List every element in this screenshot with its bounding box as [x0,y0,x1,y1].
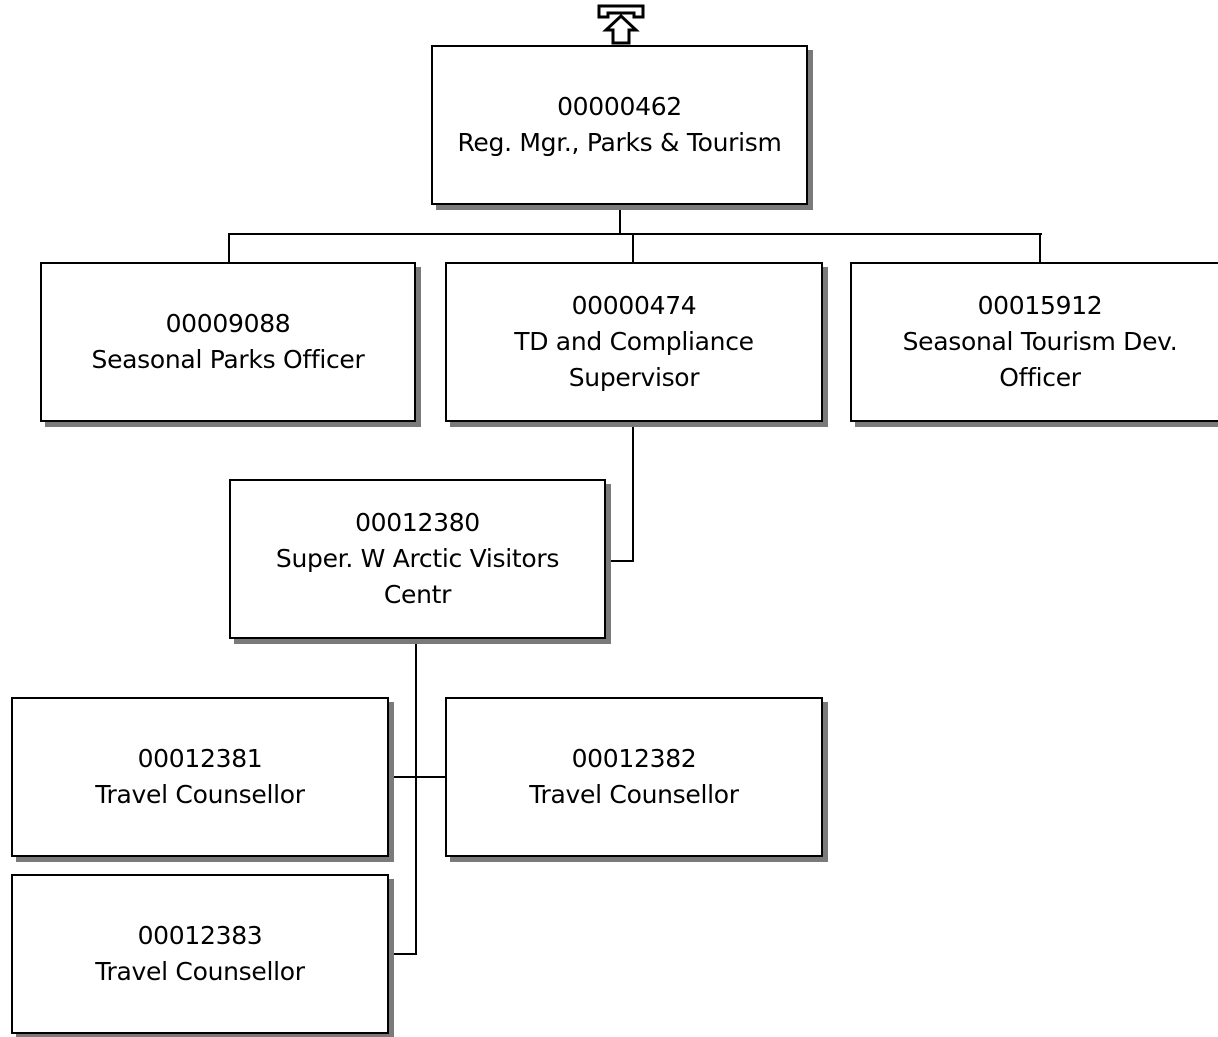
connector-to-474 [632,233,634,263]
position-title-line-1: Seasonal Tourism Dev. [902,327,1178,356]
connector-to-12381-12382 [386,776,447,778]
org-box-seasonal-parks-officer[interactable]: 00009088 Seasonal Parks Officer [40,262,416,422]
connector-to-9088 [228,233,230,263]
position-number: 00012382 [571,744,697,773]
org-box-reg-mgr[interactable]: 00000462 Reg. Mgr., Parks & Tourism [431,45,808,205]
position-title: Travel Counsellor [529,780,739,809]
connector-to-12383 [386,953,417,955]
position-title-line-1: TD and Compliance [514,327,754,356]
position-title-line-1: Super. W Arctic Visitors [275,544,560,573]
position-number: 00012383 [137,921,263,950]
org-box-travel-counsellor-12383[interactable]: 00012383 Travel Counsellor [11,874,389,1034]
connector-root-down [619,204,621,234]
position-number: 00012381 [137,744,263,773]
connector-12380-down [415,637,417,955]
position-title-line-2: Centr [383,580,452,609]
position-title: Seasonal Parks Officer [91,345,365,374]
org-box-seasonal-tourism-dev-officer[interactable]: 00015912 Seasonal Tourism Dev. Officer [850,262,1218,422]
up-arrow-icon[interactable] [597,3,645,47]
position-number: 00012380 [355,508,480,537]
position-title-line-2: Officer [999,363,1081,392]
position-number: 00000474 [571,291,697,320]
position-title-line-2: Supervisor [568,363,700,392]
position-title: Travel Counsellor [95,780,305,809]
org-box-td-compliance-supervisor[interactable]: 00000474 TD and Compliance Supervisor [445,262,823,422]
connector-to-12380 [604,560,634,562]
connector-to-15912 [1039,233,1041,263]
position-title: Travel Counsellor [95,957,305,986]
position-number: 00009088 [165,309,291,338]
connector-474-down [632,422,634,562]
connector-level1-horizontal [228,233,1042,235]
org-box-travel-counsellor-12382[interactable]: 00012382 Travel Counsellor [445,697,823,857]
position-title: Reg. Mgr., Parks & Tourism [457,128,782,157]
org-box-travel-counsellor-12381[interactable]: 00012381 Travel Counsellor [11,697,389,857]
position-number: 00015912 [977,291,1103,320]
position-number: 00000462 [557,92,682,121]
org-box-super-w-arctic-visitors-centr[interactable]: 00012380 Super. W Arctic Visitors Centr [229,479,606,639]
